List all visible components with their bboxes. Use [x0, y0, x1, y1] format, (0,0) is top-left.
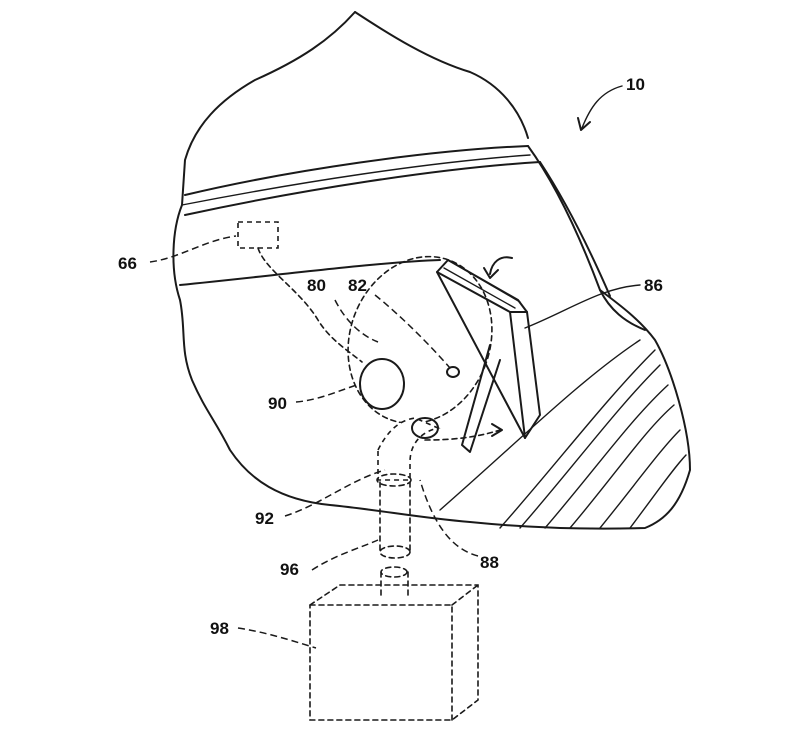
port-opening — [359, 358, 405, 410]
windshield-inner — [539, 161, 611, 297]
label-66: 66 — [118, 254, 137, 273]
duct-upper — [379, 481, 411, 551]
leader-90 — [295, 383, 361, 403]
rotation-arrow — [489, 256, 513, 275]
dash-line-6 — [599, 429, 681, 529]
ref-10-arrow — [581, 85, 623, 129]
label-86: 86 — [644, 276, 663, 295]
duct-upper-end — [379, 545, 411, 559]
leader-96 — [311, 539, 379, 571]
leader-82 — [374, 294, 451, 369]
dash-line-3 — [519, 364, 661, 529]
dash-line-7 — [629, 454, 687, 529]
label-98: 98 — [210, 619, 229, 638]
roof-trim — [354, 11, 529, 139]
ref-10-arrow-head — [577, 117, 591, 131]
label-90: 90 — [268, 394, 287, 413]
sensor-module — [237, 221, 279, 249]
leader-80 — [334, 299, 379, 343]
label-96: 96 — [280, 560, 299, 579]
dash-line-1 — [439, 339, 641, 511]
header-line-inner — [181, 154, 531, 206]
label-80: 80 — [307, 276, 326, 295]
header-line-upper — [184, 145, 529, 196]
rotation-arrow-head — [483, 267, 499, 279]
flow-arrow — [424, 429, 501, 441]
windshield-frame — [527, 145, 646, 331]
vehicle-outline — [172, 11, 691, 530]
leader-88 — [419, 479, 479, 557]
dash-line-4 — [544, 384, 669, 529]
air-source-box — [309, 584, 479, 721]
rearview-mirror — [436, 259, 541, 453]
label-82: 82 — [348, 276, 367, 295]
leader-86 — [524, 284, 641, 329]
dash-line-5 — [569, 404, 675, 529]
windshield-lower-edge — [179, 259, 441, 286]
header-line-lower — [184, 161, 541, 216]
label-92: 92 — [255, 509, 274, 528]
duct-elbow — [376, 417, 441, 487]
sensor-point — [446, 366, 460, 378]
flow-arrow-head — [491, 423, 503, 437]
label-10: 10 — [626, 75, 645, 94]
sensor-wire — [257, 247, 363, 363]
duct-lower-end — [380, 566, 408, 578]
leader-98 — [237, 627, 317, 649]
dash-line-2 — [499, 349, 656, 529]
leader-92 — [284, 469, 386, 517]
leader-66 — [149, 235, 237, 263]
label-88: 88 — [480, 553, 499, 572]
